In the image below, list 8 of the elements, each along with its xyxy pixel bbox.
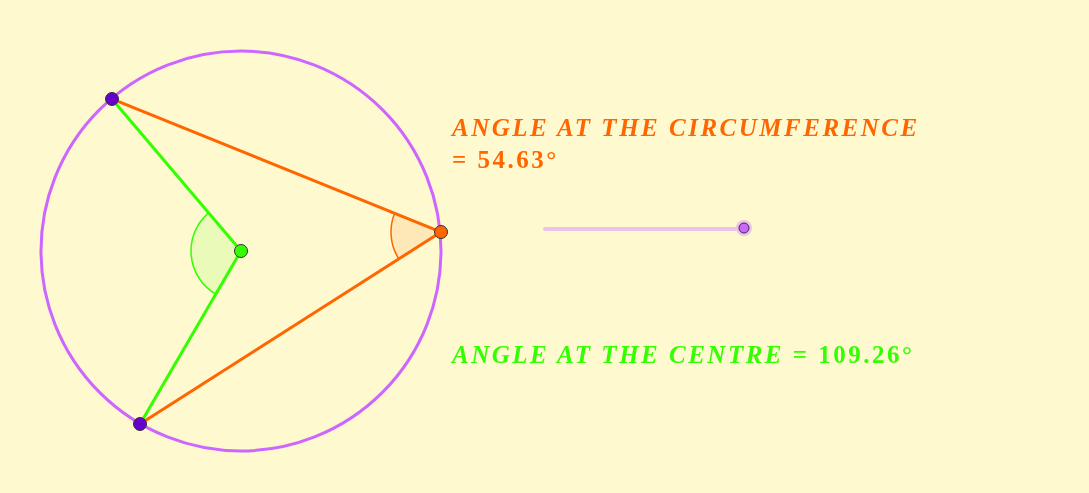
angle-label: ANGLE AT THE CENTRE = 109.26° xyxy=(452,340,916,370)
angle-label: ANGLE AT THE CIRCUMFERENCE = 54.63° xyxy=(452,113,921,175)
point xyxy=(434,225,448,239)
line-segment xyxy=(115,103,238,247)
line-segment xyxy=(144,234,437,422)
line-segment xyxy=(142,255,239,420)
point xyxy=(133,417,147,431)
line-segment xyxy=(117,100,436,231)
